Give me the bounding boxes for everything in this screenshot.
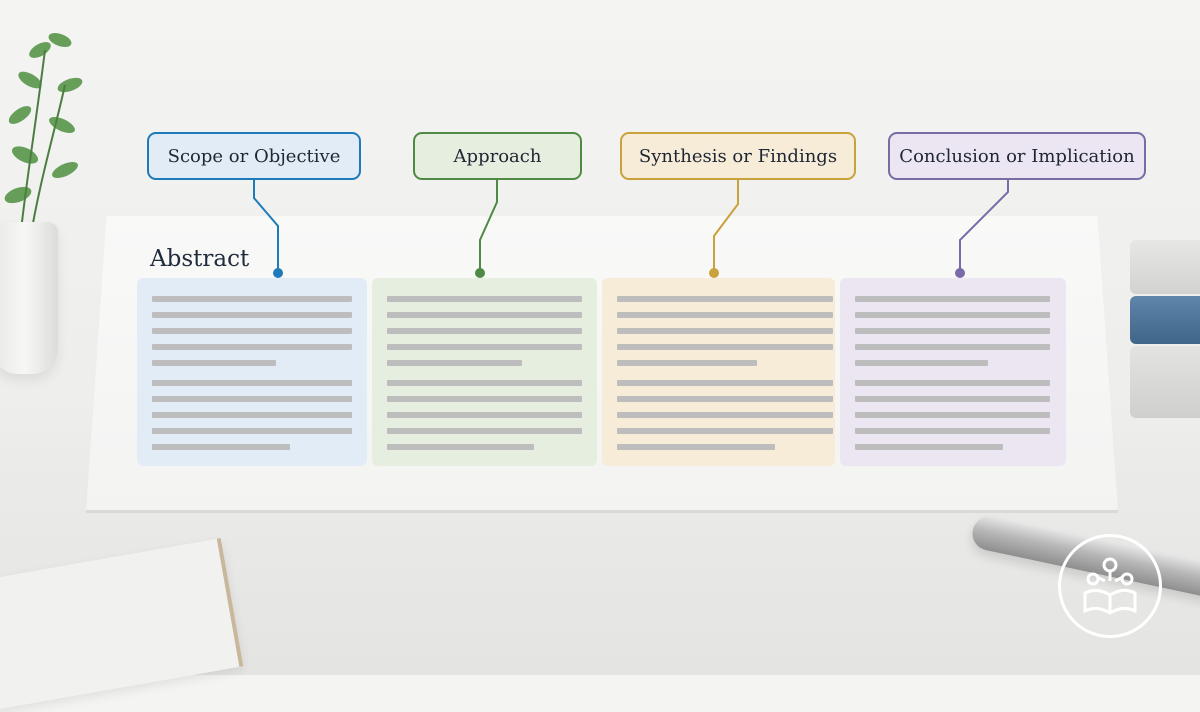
placeholder-text-line [152,328,352,334]
label-scope-or-objective: Scope or Objective [147,132,361,180]
placeholder-text-line [855,380,1050,386]
scene: Abstract Scope or Objective Approach Syn… [0,33,1200,712]
section-panel-conclusion [840,278,1066,466]
placeholder-text-line [855,328,1050,334]
placeholder-text-line [617,428,833,434]
connectors [253,180,1009,278]
plant-pot [0,222,58,374]
placeholder-text-line [387,360,522,366]
connector-synthesis [713,180,739,273]
label-conclusion-or-implication: Conclusion or Implication [888,132,1146,180]
label-synthesis-or-findings: Synthesis or Findings [620,132,856,180]
placeholder-text-line [855,412,1050,418]
placeholder-text-line [617,360,757,366]
placeholder-text-line [855,396,1050,402]
placeholder-text-line [855,360,988,366]
open-book-network-icon [1058,534,1162,638]
connector-dot-conclusion [955,268,965,278]
connector-approach [479,180,498,273]
connector-dot-scope [273,268,283,278]
section-panel-approach [372,278,597,466]
placeholder-text-line [387,296,582,302]
placeholder-text-line [617,396,833,402]
placeholder-text-line [617,312,833,318]
book-bottom [1130,346,1200,418]
placeholder-text-line [387,444,534,450]
placeholder-text-line [387,312,582,318]
placeholder-text-line [152,296,352,302]
placeholder-text-line [387,328,582,334]
placeholder-text-line [855,344,1050,350]
placeholder-text-line [152,312,352,318]
placeholder-text-line [617,344,833,350]
section-panel-synthesis [602,278,835,466]
connector-dot-approach [475,268,485,278]
placeholder-text-line [152,380,352,386]
placeholder-text-line [152,396,352,402]
placeholder-text-line [152,428,352,434]
connector-conclusion [959,180,1009,273]
placeholder-text-line [855,444,1003,450]
connector-dot-synthesis [709,268,719,278]
placeholder-text-line [855,428,1050,434]
placeholder-text-line [855,296,1050,302]
placeholder-text-line [387,428,582,434]
books-icon [1130,240,1200,294]
placeholder-text-line [387,396,582,402]
placeholder-text-line [855,312,1050,318]
placeholder-text-line [617,328,833,334]
placeholder-text-line [152,412,352,418]
placeholder-text-line [617,412,833,418]
placeholder-text-line [152,344,352,350]
placeholder-text-line [617,444,775,450]
placeholder-text-line [387,380,582,386]
connector-scope [253,180,279,273]
placeholder-text-line [387,344,582,350]
placeholder-text-line [617,296,833,302]
placeholder-text-line [617,380,833,386]
placeholder-text-line [387,412,582,418]
paper-edge [86,510,1118,513]
abstract-title: Abstract [150,246,250,272]
label-approach: Approach [413,132,582,180]
book-blue [1130,296,1200,344]
placeholder-text-line [152,360,276,366]
section-panel-scope [137,278,367,466]
placeholder-text-line [152,444,290,450]
